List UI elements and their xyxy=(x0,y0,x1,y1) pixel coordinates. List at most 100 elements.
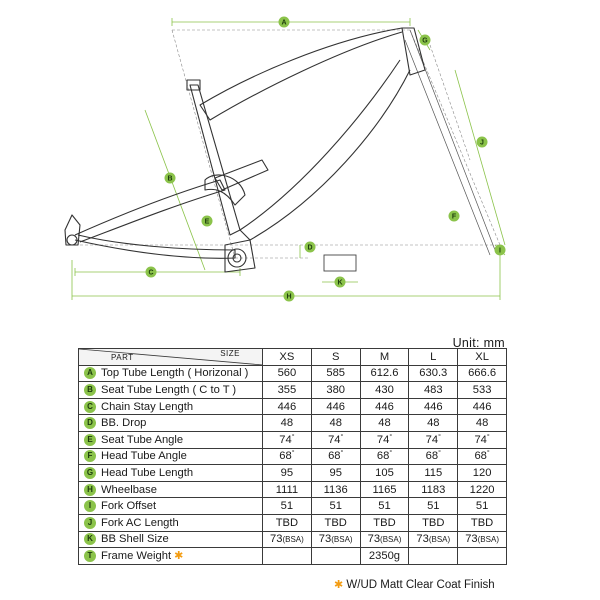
cell-value: 48 xyxy=(329,417,342,430)
cell-value: 51 xyxy=(329,500,342,513)
star-icon: ✱ xyxy=(171,550,184,563)
value-cell: 1111 xyxy=(262,480,312,499)
value-cell: 630.3 xyxy=(408,364,459,383)
degree-symbol: ° xyxy=(486,450,490,458)
shell-standard: (BSA) xyxy=(428,535,451,545)
part-label: Head Tube Length xyxy=(101,466,194,479)
cell-value: 73 xyxy=(270,533,283,546)
dimension-badge: G xyxy=(84,466,96,479)
dimension-badge: C xyxy=(84,400,96,413)
part-label: Frame Weight xyxy=(101,550,172,563)
part-cell: I Fork Offset xyxy=(78,497,263,515)
value-cell: 73(BSA) xyxy=(408,530,459,549)
degree-symbol: ° xyxy=(291,450,295,458)
value-cell: 1183 xyxy=(408,480,459,499)
value-cell: TBD xyxy=(408,513,459,532)
value-cell: 120 xyxy=(457,464,507,482)
dimension-badge: H xyxy=(84,483,96,496)
cell-value: 105 xyxy=(375,466,394,479)
unit-label: Unit: mm xyxy=(452,336,505,350)
value-cell: 48 xyxy=(457,414,507,432)
shell-standard: (BSA) xyxy=(331,535,353,545)
header-size-label: SIZE xyxy=(220,349,240,358)
header-size-xl: XL xyxy=(457,348,507,366)
value-cell: 533 xyxy=(457,381,507,399)
dimension-badge: I xyxy=(84,500,96,513)
value-cell: 73(BSA) xyxy=(310,530,361,549)
value-cell: 2350g xyxy=(359,547,410,565)
label-d: D xyxy=(307,245,312,252)
value-cell xyxy=(262,547,312,565)
value-cell: 446 xyxy=(310,397,361,416)
value-cell: 51 xyxy=(457,497,507,515)
cell-value: 48 xyxy=(378,417,391,430)
cell-value: 1111 xyxy=(275,483,299,496)
label-g: G xyxy=(422,38,428,45)
cell-value: TBD xyxy=(324,516,347,529)
cell-value: 68 xyxy=(279,450,292,463)
header-size-s: S xyxy=(310,348,361,366)
dimension-badge: J xyxy=(84,516,96,529)
cell-value: TBD xyxy=(275,516,299,529)
value-cell: 560 xyxy=(262,364,312,383)
footnote-text: W/UD Matt Clear Coat Finish xyxy=(346,579,495,591)
value-cell: 51 xyxy=(408,497,459,515)
cell-value: 51 xyxy=(378,500,391,513)
degree-symbol: ° xyxy=(291,433,295,441)
label-c: C xyxy=(148,270,153,277)
value-cell: 68° xyxy=(408,447,459,466)
cell-value: 73 xyxy=(465,533,478,546)
cell-value: 446 xyxy=(423,400,443,413)
cell-value: 74 xyxy=(376,433,390,446)
label-e: E xyxy=(205,219,210,226)
degree-symbol: ° xyxy=(389,433,393,441)
cell-value: 48 xyxy=(475,417,489,430)
value-cell: 74° xyxy=(262,430,312,449)
cell-value: 560 xyxy=(277,367,297,380)
cell-value: 74 xyxy=(425,433,439,446)
cell-value: 73 xyxy=(367,533,381,546)
dimension-badge: T xyxy=(84,550,96,563)
part-label: BB Shell Size xyxy=(101,533,169,546)
cell-value: 48 xyxy=(427,417,440,430)
table-header-row: PART SIZE XS S M L XL xyxy=(78,348,507,366)
value-cell: 666.6 xyxy=(457,364,507,383)
cell-value: 355 xyxy=(277,383,297,396)
dimension-badge: A xyxy=(84,367,96,380)
value-cell xyxy=(457,547,507,565)
part-label: Fork Offset xyxy=(101,500,157,513)
degree-symbol: ° xyxy=(438,450,441,458)
value-cell: 73(BSA) xyxy=(262,530,312,549)
value-cell: 95 xyxy=(262,464,312,482)
cell-value: 68 xyxy=(376,450,390,463)
value-cell: 105 xyxy=(359,464,410,482)
value-cell: 446 xyxy=(262,397,312,416)
cell-value: 1220 xyxy=(469,483,495,496)
cell-value: 68 xyxy=(425,450,439,463)
part-label: Seat Tube Length ( C to T ) xyxy=(101,383,237,396)
value-cell: TBD xyxy=(359,513,410,532)
value-cell: 430 xyxy=(359,381,410,399)
value-cell: 1165 xyxy=(359,480,410,499)
value-cell xyxy=(310,547,361,565)
value-cell: 446 xyxy=(359,397,410,416)
cell-value: 48 xyxy=(280,417,294,430)
degree-symbol: ° xyxy=(438,433,441,441)
value-cell: 51 xyxy=(310,497,361,515)
value-cell: 48 xyxy=(310,414,361,432)
cell-value: 74 xyxy=(279,433,292,446)
value-cell: 115 xyxy=(408,464,459,482)
cell-value: 74 xyxy=(474,433,487,446)
shell-standard: (BSA) xyxy=(380,535,402,545)
value-cell: 74° xyxy=(457,430,507,449)
value-cell: 585 xyxy=(310,364,361,383)
cell-value: TBD xyxy=(470,516,494,529)
